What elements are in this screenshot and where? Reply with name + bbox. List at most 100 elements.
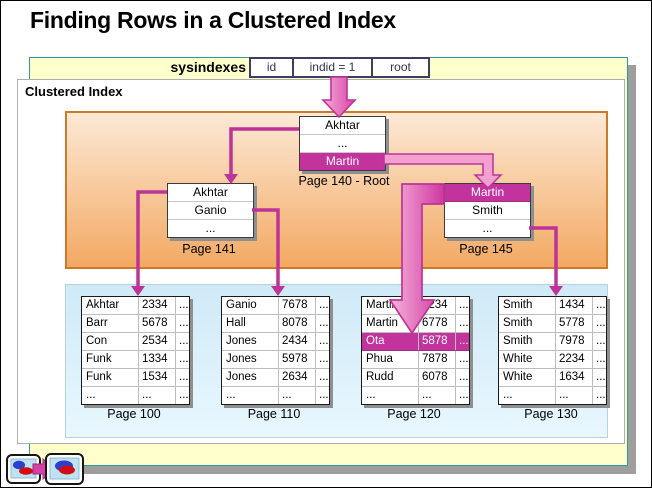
index-row: Akhtar	[300, 117, 385, 135]
sysindexes-cell: root	[371, 59, 428, 76]
page-100-caption: Page 100	[107, 407, 161, 421]
table-row: Martin 6778 ...	[362, 315, 469, 333]
value-cell: 7678	[279, 297, 316, 314]
more-cell: ...	[596, 335, 606, 347]
more-cell: ...	[596, 317, 606, 329]
page-130-caption: Page 130	[524, 407, 578, 421]
more-cell: ...	[459, 371, 469, 383]
table-row: Jones 2634 ...	[222, 369, 329, 387]
value-cell: 6078	[419, 369, 456, 386]
key-cell: ...	[222, 387, 279, 404]
index-row: Akhtar	[168, 184, 253, 202]
leaf-page-110-table: Ganio 7678 ... Hall 8078 ... Jones 2434 …	[221, 296, 330, 405]
more-cell: ...	[179, 353, 189, 365]
value-cell: ...	[279, 387, 316, 404]
key-cell: Ota	[362, 333, 419, 350]
value-cell: 2634	[279, 369, 316, 386]
table-row: Jones 5978 ...	[222, 351, 329, 369]
value-cell: 2434	[279, 333, 316, 350]
value-cell: 1234	[419, 297, 456, 314]
more-cell: ...	[596, 353, 606, 365]
more-cell: ...	[319, 353, 329, 365]
table-row: Hall 8078 ...	[222, 315, 329, 333]
more-cell: ...	[459, 299, 469, 311]
more-cell: ...	[179, 389, 189, 401]
value-cell: 2334	[139, 297, 176, 314]
page-title: Finding Rows in a Clustered Index	[30, 7, 396, 33]
table-row: White 1634 ...	[499, 369, 606, 387]
key-cell: Martin	[362, 297, 419, 314]
key-cell: Funk	[82, 351, 139, 368]
table-row: ... ... ...	[82, 387, 189, 404]
key-cell: Akhtar	[82, 297, 139, 314]
animation-indicator-group	[6, 453, 84, 485]
page-120-caption: Page 120	[387, 407, 441, 421]
table-row: Funk 1334 ...	[82, 351, 189, 369]
value-cell: ...	[139, 387, 176, 404]
key-cell: Ganio	[222, 297, 279, 314]
leaf-page-130-table: Smith 1434 ... Smith 5778 ... Smith 7978…	[498, 296, 607, 405]
index-row: ...	[300, 135, 385, 153]
page-141-caption: Page 141	[182, 242, 236, 256]
more-cell: ...	[179, 299, 189, 311]
table-row: Ganio 7678 ...	[222, 297, 329, 315]
value-cell: 1434	[556, 297, 593, 314]
more-cell: ...	[596, 389, 606, 401]
page-145-caption: Page 145	[459, 242, 513, 256]
key-cell: Rudd	[362, 369, 419, 386]
value-cell: ...	[556, 387, 593, 404]
page-140-caption: Page 140 - Root	[298, 174, 390, 188]
key-cell: Funk	[82, 369, 139, 386]
sysindexes-cell: id	[266, 60, 277, 74]
value-cell: 5878	[419, 333, 456, 350]
key-cell: White	[499, 351, 556, 368]
value-cell: 1334	[139, 351, 176, 368]
key-cell: Barr	[82, 315, 139, 332]
more-cell: ...	[459, 317, 469, 329]
table-row: Rudd 6078 ...	[362, 369, 469, 387]
key-cell: Jones	[222, 351, 279, 368]
table-row: ... ... ...	[222, 387, 329, 404]
leaf-page-120-table: Martin 1234 ... Martin 6778 ... Ota 5878…	[361, 296, 470, 405]
table-row: ... ... ...	[362, 387, 469, 404]
more-cell: ...	[179, 335, 189, 347]
more-cell: ...	[319, 335, 329, 347]
leaf-page-100-table: Akhtar 2334 ... Barr 5678 ... Con 2534 .…	[81, 296, 190, 405]
more-cell: ...	[596, 371, 606, 383]
table-row: Phua 7878 ...	[362, 351, 469, 369]
table-row: Smith 5778 ...	[499, 315, 606, 333]
slide-thumbnail-icon[interactable]	[45, 453, 84, 485]
more-cell: ...	[179, 317, 189, 329]
more-cell: ...	[596, 299, 606, 311]
value-cell: 1634	[556, 369, 593, 386]
table-row: ... ... ...	[499, 387, 606, 404]
key-cell: ...	[499, 387, 556, 404]
more-cell: ...	[319, 317, 329, 329]
value-cell: 5778	[556, 315, 593, 332]
key-cell: Jones	[222, 369, 279, 386]
slide-thumbnail-icon[interactable]	[6, 454, 41, 484]
key-cell: ...	[82, 387, 139, 404]
index-row: Smith	[445, 202, 530, 220]
table-row: Jones 2434 ...	[222, 333, 329, 351]
clustered-index-label: Clustered Index	[25, 84, 123, 99]
index-row: Martin	[300, 153, 385, 170]
table-row: Smith 1434 ...	[499, 297, 606, 315]
more-cell: ...	[459, 335, 469, 347]
value-cell: 2234	[556, 351, 593, 368]
sysindexes-cell: indid = 1	[292, 59, 371, 76]
more-cell: ...	[459, 353, 469, 365]
table-row: Martin 1234 ...	[362, 297, 469, 315]
index-row: ...	[482, 221, 493, 235]
sysindexes-label: sysindexes	[170, 59, 247, 75]
table-row: Smith 7978 ...	[499, 333, 606, 351]
value-cell: 7978	[556, 333, 593, 350]
index-page-root-box: Akhtar...Martin	[299, 116, 386, 171]
table-row: Ota 5878 ...	[362, 333, 469, 351]
value-cell: 6778	[419, 315, 456, 332]
more-cell: ...	[319, 389, 329, 401]
key-cell: Martin	[362, 315, 419, 332]
